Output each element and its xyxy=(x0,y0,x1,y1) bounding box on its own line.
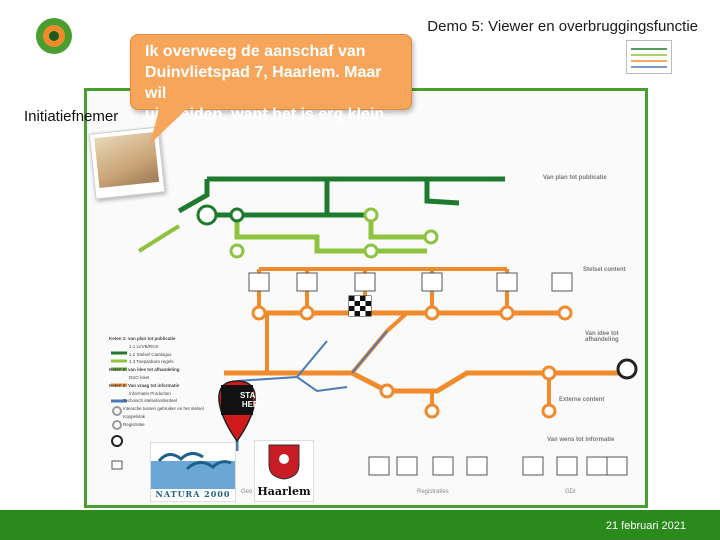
natura-birds-icon xyxy=(151,452,235,489)
callout-line: Ik overweeg de aanschaf van xyxy=(145,43,366,60)
natura-text: NATURA 2000 xyxy=(155,489,231,499)
legend-item: Keten 2: van idee tot afhandeling xyxy=(109,367,180,373)
destination-flag-icon xyxy=(349,296,371,316)
footer-bar: 21 februari 2021 xyxy=(0,510,720,540)
diagram-thumbnail[interactable] xyxy=(626,40,672,74)
slide-date: 21 februari 2021 xyxy=(605,520,686,532)
legend-item: Interactie tussen gebruiker en het stels… xyxy=(123,406,204,412)
callout-pointer-icon xyxy=(150,106,190,144)
start-marker-label[interactable]: START HERE xyxy=(237,391,269,409)
legend-item: Keten 3: Van vraag tot informatie xyxy=(109,382,180,388)
legend-item: Koppelvlak xyxy=(123,413,146,419)
natura-2000-logo: NATURA 2000 xyxy=(150,442,236,502)
legend-item: 1.2 Stelsel Catalogus xyxy=(129,351,172,357)
bottom-label-registraties: Registraties xyxy=(417,489,449,495)
haarlem-text: Haarlem xyxy=(257,485,311,498)
region-label-stelsel: Stelsel content xyxy=(583,267,626,273)
start-marker-text: START xyxy=(239,391,267,400)
legend-item: Informatie Producten xyxy=(129,390,171,396)
start-marker-text: HERE xyxy=(241,400,265,409)
bottom-label-gdi: GDI xyxy=(565,489,576,495)
logo-icon xyxy=(36,18,72,54)
legend-item: DSO loket xyxy=(129,374,150,380)
thumbnail-map-icon xyxy=(631,48,667,68)
legend-item: Keten 1: van plan tot publicatie xyxy=(109,336,176,341)
legend-item: Registratie xyxy=(123,421,145,427)
slide-title: Demo 5: Viewer en overbruggingsfunctie xyxy=(427,18,698,35)
region-label-wens: Van wens tot informatie xyxy=(547,437,615,443)
speech-callout: Ik overweeg de aanschaf van Duinvlietspa… xyxy=(130,34,412,123)
legend-item: Technisch stelselonderdeel xyxy=(123,398,178,404)
role-label: Initiatiefnemer xyxy=(24,108,119,125)
callout-line: uitbreiden, want het is erg klein. xyxy=(145,106,389,123)
callout-line: Duinvlietspad 7, Haarlem. Maar wil xyxy=(145,64,382,102)
legend-item: 1.3 Toepasbare regels xyxy=(129,359,174,365)
bottom-label-geo: Geo xyxy=(241,489,253,495)
region-label-extern: Externe content xyxy=(559,397,605,403)
region-label-idee: Van idee tot afhandeling xyxy=(585,331,619,343)
haarlem-crest-icon xyxy=(268,444,300,480)
region-label-plan: Van plan tot publicatie xyxy=(543,175,607,181)
legend-item: 1.1 LVVB/RCE xyxy=(129,343,159,349)
start-marker-icon xyxy=(218,380,256,443)
haarlem-logo: Haarlem xyxy=(254,440,314,502)
legend: Keten 1: van plan tot publicatie 1.1 LVV… xyxy=(109,335,224,429)
